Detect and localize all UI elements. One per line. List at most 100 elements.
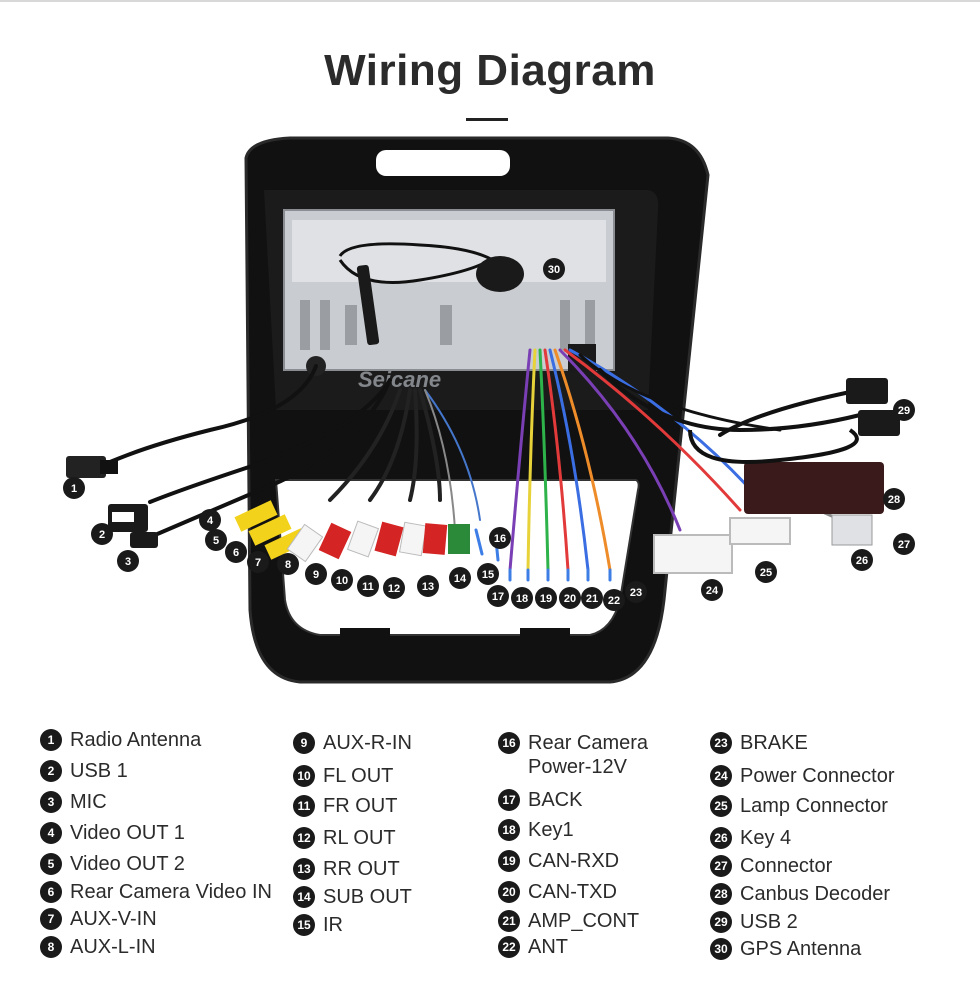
callout-badge: [199, 509, 221, 531]
callout-badge: [543, 258, 565, 280]
legend-number: 2: [40, 760, 62, 782]
usb2-plug-1: [846, 378, 888, 404]
legend-number: 30: [710, 938, 732, 960]
callout-2: 2: [91, 523, 113, 545]
mic-plug: [130, 532, 158, 548]
callout-badge: [603, 589, 625, 611]
callout-28: 28: [883, 488, 905, 510]
legend-number: 1: [40, 729, 62, 751]
callout-5: 5: [205, 529, 227, 551]
legend-number: 29: [710, 911, 732, 933]
legend-label: Rear Camera Video IN: [70, 881, 272, 903]
legend-label: Connector: [740, 855, 833, 877]
legend-label: AMP_CONT: [528, 910, 640, 932]
callout-number: 13: [422, 581, 434, 593]
legend-label: BRAKE: [740, 732, 808, 754]
callout-8: 8: [277, 553, 299, 575]
callout-number: 29: [898, 405, 910, 417]
callout-badge: [383, 577, 405, 599]
callout-badge: [559, 587, 581, 609]
legend-number: 9: [293, 732, 315, 754]
callout-12: 12: [383, 577, 405, 599]
callout-26: 26: [851, 549, 873, 571]
legend-number: 6: [40, 881, 62, 903]
legend-number: 3: [40, 791, 62, 813]
legend-item-7: 7 AUX-V-IN: [40, 907, 157, 931]
callout-badge: [247, 551, 269, 573]
radio-antenna-plug: [66, 456, 106, 478]
callout-number: 9: [313, 569, 319, 581]
callout-18: 18: [511, 587, 533, 609]
legend-label: CAN-TXD: [528, 881, 617, 903]
legend-label: IR: [323, 914, 343, 936]
callout-1: 1: [63, 477, 85, 499]
wifi-antenna: [356, 264, 380, 346]
callout-number: 22: [608, 595, 620, 607]
legend-number: 7: [40, 908, 62, 930]
canbus-decoder: [744, 462, 884, 514]
legend-number: 11: [293, 795, 315, 817]
legend-label: Lamp Connector: [740, 795, 888, 817]
gps-cable: [338, 242, 501, 284]
callout-badge: [225, 541, 247, 563]
legend-label: ANT: [528, 936, 568, 958]
legend-label: RL OUT: [323, 827, 396, 849]
legend-label: AUX-L-IN: [70, 936, 156, 958]
callout-number: 10: [336, 575, 348, 587]
callout-number: 30: [548, 264, 560, 276]
callout-27: 27: [893, 533, 915, 555]
legend-label: USB 1: [70, 760, 128, 782]
callout-4: 4: [199, 509, 221, 531]
callout-badge: [449, 567, 471, 589]
legend-number: 15: [293, 914, 315, 936]
legend-number: 21: [498, 910, 520, 932]
legend-item-2: 2 USB 1: [40, 759, 128, 783]
top-divider: [0, 0, 980, 2]
callout-badge: [305, 563, 327, 585]
legend-number: 12: [293, 827, 315, 849]
legend-label: Power Connector: [740, 765, 895, 787]
callout-badge: [63, 477, 85, 499]
callout-badge: [117, 550, 139, 572]
legend-number: 5: [40, 853, 62, 875]
lamp-connector: [729, 517, 791, 545]
callout-number: 26: [856, 555, 868, 567]
legend-label: AUX-V-IN: [70, 908, 157, 930]
callout-number: 17: [492, 591, 504, 603]
callout-number: 8: [285, 559, 291, 571]
callout-10: 10: [331, 569, 353, 591]
callout-badge: [357, 575, 379, 597]
callout-number: 23: [630, 587, 642, 599]
callout-30: 30: [543, 258, 565, 280]
callout-badge: [277, 553, 299, 575]
callout-number: 19: [540, 593, 552, 605]
callout-badge: [489, 527, 511, 549]
callout-badge: [883, 488, 905, 510]
legend-label: FL OUT: [323, 765, 394, 787]
callout-9: 9: [305, 563, 327, 585]
legend-number: 27: [710, 855, 732, 877]
callout-badge: [331, 569, 353, 591]
callout-number: 25: [760, 567, 772, 579]
callout-24: 24: [701, 579, 723, 601]
legend-label: Radio Antenna: [70, 729, 202, 751]
callout-badge: [755, 561, 777, 583]
callout-11: 11: [357, 575, 379, 597]
callout-number: 2: [99, 529, 105, 541]
